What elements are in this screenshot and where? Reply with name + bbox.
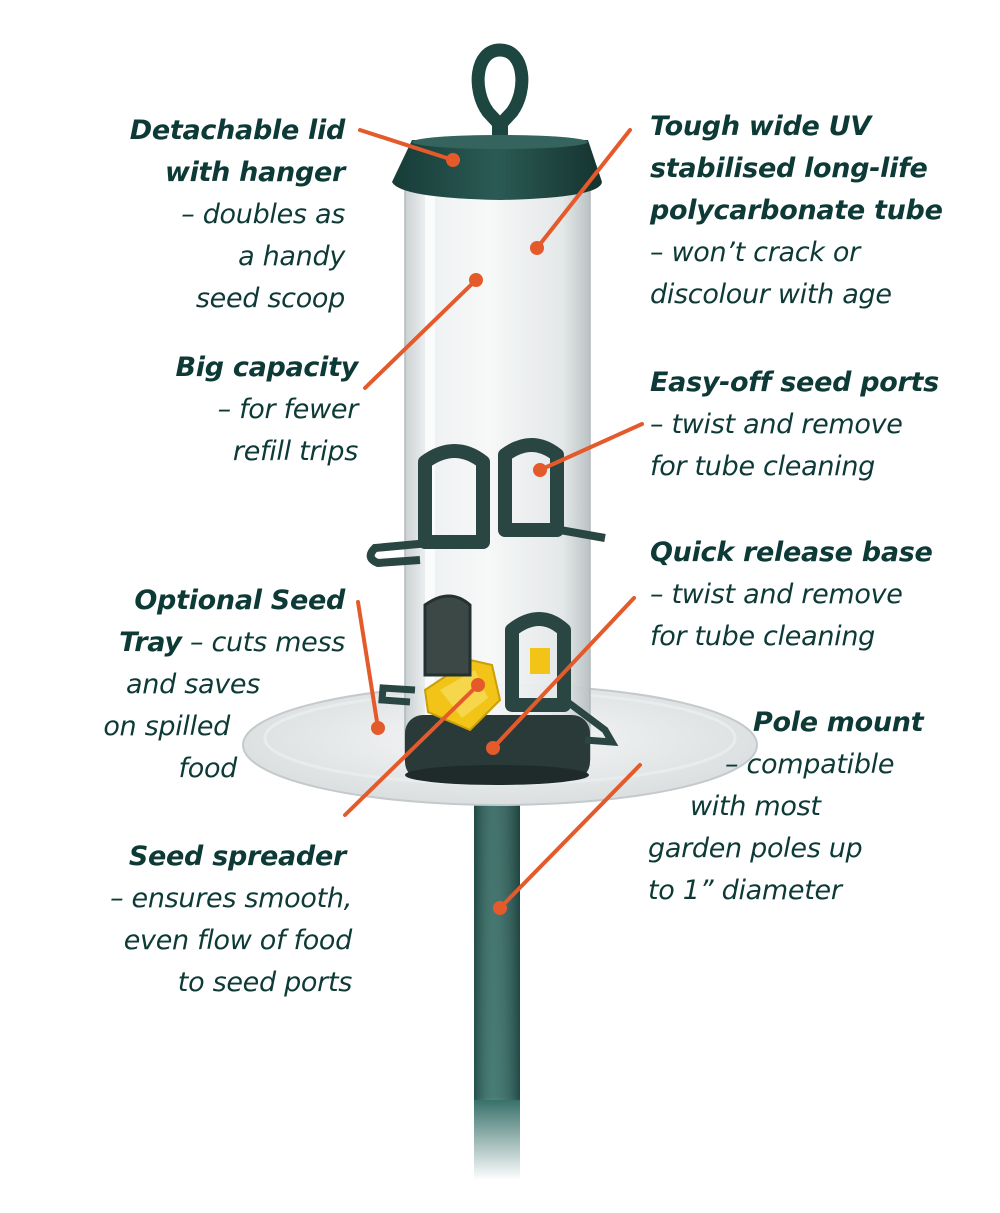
ports-title: Easy-off seed ports	[650, 367, 939, 398]
leader-tray	[356, 600, 380, 730]
lid-desc-2: a handy	[238, 241, 345, 272]
spreader-desc-3: to seed ports	[177, 967, 353, 998]
lid-top	[412, 135, 588, 149]
hanger-loop	[471, 43, 529, 135]
leader-base	[491, 596, 636, 750]
leader-capacity	[363, 278, 478, 390]
ports-desc-2: for tube cleaning	[650, 451, 876, 482]
leader-dot-capacity	[469, 273, 483, 287]
callout-pole: Pole mount – compatible with most garden…	[648, 702, 993, 912]
callout-lid: Detachable lid with hanger – doubles as …	[60, 110, 346, 320]
leader-spreader	[343, 683, 480, 817]
leader-dot-pole	[493, 901, 507, 915]
pole-shade	[474, 800, 520, 1100]
pole-desc-2: with most	[690, 791, 821, 822]
capacity-desc-2: refill trips	[232, 436, 358, 467]
tube-title-3: polycarbonate tube	[650, 195, 943, 226]
callout-tray: Optional Seed Tray – cuts mess and saves…	[40, 580, 345, 790]
lid-title-2: with hanger	[164, 157, 345, 188]
pole-title: Pole mount	[753, 707, 924, 738]
tube-desc-1: – won’t crack or	[650, 237, 860, 268]
base-desc-1: – twist and remove	[650, 579, 903, 610]
leader-dot-tray	[371, 721, 385, 735]
leader-dot-base	[486, 741, 500, 755]
callout-spreader: Seed spreader – ensures smooth, even flo…	[20, 836, 352, 1004]
lower-perch-left	[378, 684, 416, 706]
pole-desc-4: to 1” diameter	[648, 875, 842, 906]
base-bottom	[405, 765, 589, 785]
upper-seed-port-left	[418, 444, 490, 549]
callout-ports: Easy-off seed ports – twist and remove f…	[650, 362, 995, 488]
tray-title-2: Tray	[119, 627, 182, 658]
callout-base: Quick release base – twist and remove fo…	[650, 532, 995, 658]
tray-desc-2: – cuts mess	[181, 627, 345, 658]
lid-desc-1: – doubles as	[181, 199, 345, 230]
base-desc-2: for tube cleaning	[650, 621, 876, 652]
upper-perch-left	[366, 538, 441, 568]
tube-title-2: stabilised long-life	[650, 153, 928, 184]
leader-dot-tube	[530, 241, 544, 255]
lower-port-yellow	[530, 648, 550, 674]
tray-line-2: Tray – cuts mess	[40, 622, 345, 664]
spreader-desc-1: – ensures smooth,	[110, 883, 352, 914]
tube-title-1: Tough wide UV	[650, 111, 871, 142]
hanger-stem	[492, 118, 508, 140]
capacity-title: Big capacity	[175, 352, 359, 383]
leader-lines	[343, 128, 644, 915]
leader-ports	[538, 422, 644, 472]
capacity-desc-1: – for fewer	[217, 394, 359, 425]
spreader-desc-2: even flow of food	[123, 925, 353, 956]
tray-desc-4: on spilled	[103, 711, 230, 742]
tray-desc-5: food	[178, 753, 238, 784]
tray-title-1: Optional Seed	[134, 585, 345, 616]
lid-desc-3: seed scoop	[195, 283, 345, 314]
leader-pole	[498, 763, 642, 910]
leader-dot-ports	[533, 463, 547, 477]
base-title: Quick release base	[650, 537, 933, 568]
leader-tube	[535, 128, 632, 250]
tray-desc-3: and saves	[126, 669, 260, 700]
lower-seed-port-right	[505, 612, 571, 712]
pole-desc-1: – compatible	[725, 749, 895, 780]
leader-dot-spreader	[471, 678, 485, 692]
callout-tube: Tough wide UV stabilised long-life polyc…	[650, 106, 995, 316]
callout-capacity: Big capacity – for fewer refill trips	[60, 347, 359, 473]
spreader-title: Seed spreader	[128, 841, 346, 872]
pole-desc-3: garden poles up	[648, 833, 863, 864]
lid-title-1: Detachable lid	[129, 115, 346, 146]
upper-seed-port-right	[498, 438, 564, 537]
tube-desc-2: discolour with age	[650, 279, 892, 310]
leader-dot-lid	[446, 153, 460, 167]
upper-perch-right	[559, 526, 606, 542]
leader-lid	[358, 128, 455, 162]
lower-perch-right	[562, 697, 619, 746]
lower-seed-port-left	[423, 594, 472, 677]
detachable-lid	[392, 140, 602, 200]
ports-desc-1: – twist and remove	[650, 409, 903, 440]
